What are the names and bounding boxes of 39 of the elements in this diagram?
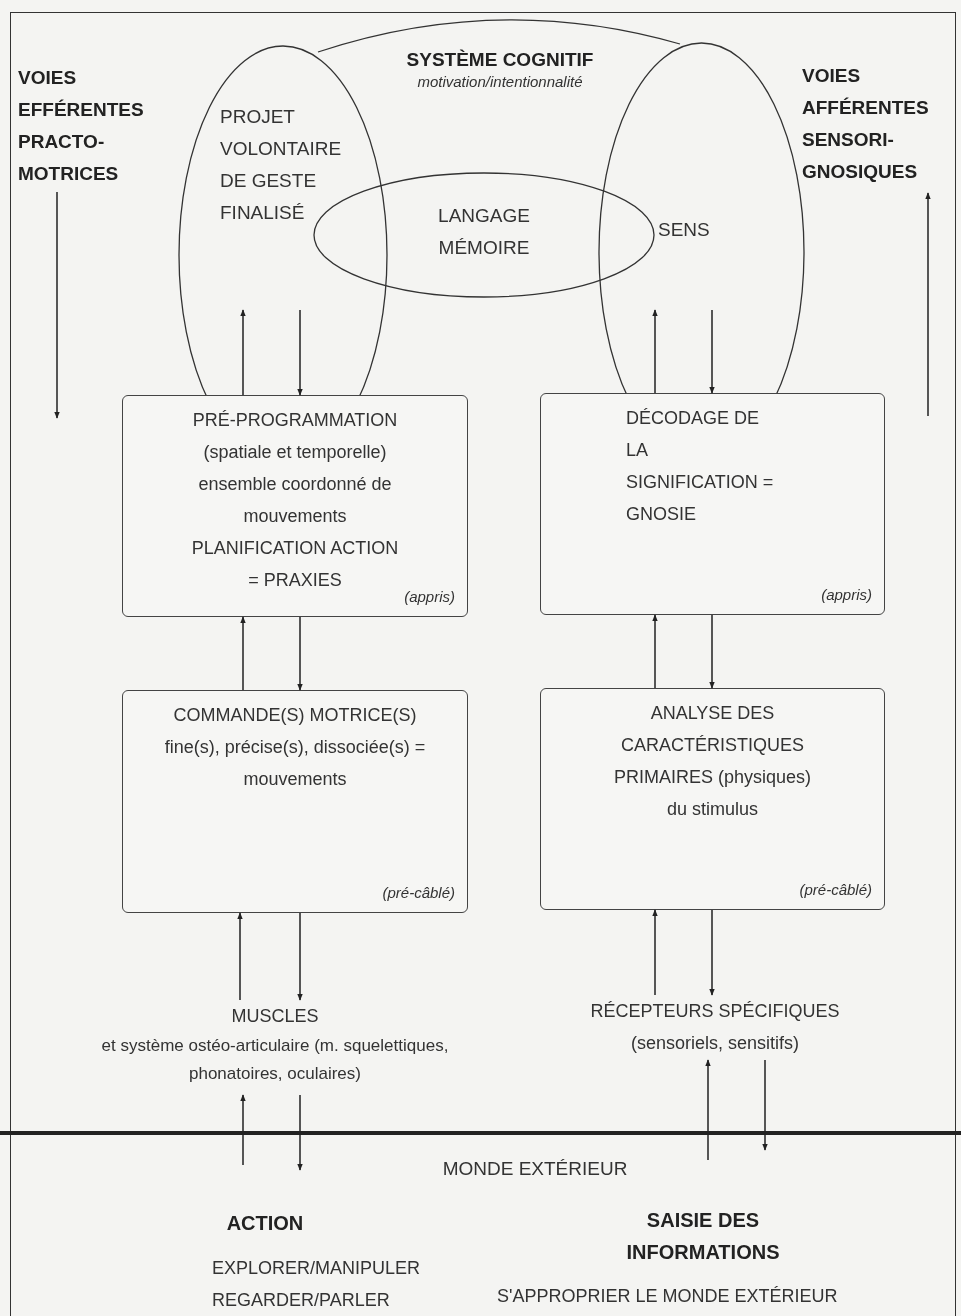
arrow xyxy=(240,616,246,691)
node-text: MUSCLES xyxy=(230,1005,320,1028)
box-text: DÉCODAGE DE LA SIGNIFICATION = GNOSIE xyxy=(626,407,775,526)
node-text: RÉCEPTEURS SPÉCIFIQUES (sensoriels, sensitifs) xyxy=(589,1000,841,1055)
section-heading: SAISIE DES INFORMATIONS xyxy=(625,1208,781,1265)
arrow xyxy=(705,1059,711,1161)
box-text: PRÉ-PROGRAMMATION (spatiale et temporelle) ensemble coordonné de mouvements PLANIFICATION ACTION = PRAXIES xyxy=(190,409,400,592)
box-note: (appris) xyxy=(404,586,455,607)
ellipse-label: PROJET VOLONTAIRE DE GESTE FINALISÉ xyxy=(220,105,343,225)
box-note: (appris) xyxy=(821,584,872,605)
arrow xyxy=(297,1094,303,1171)
ellipse-label: LANGAGE MÉMOIRE xyxy=(437,204,531,260)
subtitle: motivation/intentionnalité xyxy=(417,72,583,92)
box-text: ANALYSE DES CARACTÉRISTIQUES PRIMAIRES (physiques) du stimulus xyxy=(612,702,813,821)
note-text: EXPLORER/MANIPULER REGARDER/PARLER xyxy=(212,1257,422,1312)
arrow xyxy=(709,309,715,394)
arrow xyxy=(709,614,715,689)
arrow xyxy=(652,909,658,996)
side-heading: VOIES EFFÉRENTES PRACTO-MOTRICES xyxy=(18,66,145,186)
node-subtext: et système ostéo-articulaire (m. squelettiques, phonatoires, oculaires) xyxy=(100,1035,450,1085)
section-heading: ACTION xyxy=(225,1211,305,1236)
arrow xyxy=(297,912,303,1001)
arrow xyxy=(762,1059,768,1151)
arrow xyxy=(652,614,658,689)
box-text: COMMANDE(S) MOTRICE(S) fine(s), précise(s), dissociée(s) = mouvements xyxy=(163,704,427,791)
note-text: S'APPROPRIER LE MONDE EXTÉRIEUR xyxy=(497,1285,839,1308)
ellipse-label: SENS xyxy=(658,218,711,242)
box-note: (pré-câblé) xyxy=(799,879,872,900)
heading: SYSTÈME COGNITIF xyxy=(406,48,594,72)
arrow xyxy=(652,309,658,394)
region-label: MONDE EXTÉRIEUR xyxy=(441,1157,629,1181)
arrow xyxy=(240,309,246,396)
arrow xyxy=(297,309,303,396)
side-heading: VOIES AFFÉRENTES SENSORI-GNOSIQUES xyxy=(802,64,930,184)
arrow xyxy=(709,909,715,996)
arrow xyxy=(237,912,243,1001)
arrow xyxy=(240,1094,246,1166)
box-note: (pré-câblé) xyxy=(382,882,455,903)
arrow xyxy=(297,616,303,691)
